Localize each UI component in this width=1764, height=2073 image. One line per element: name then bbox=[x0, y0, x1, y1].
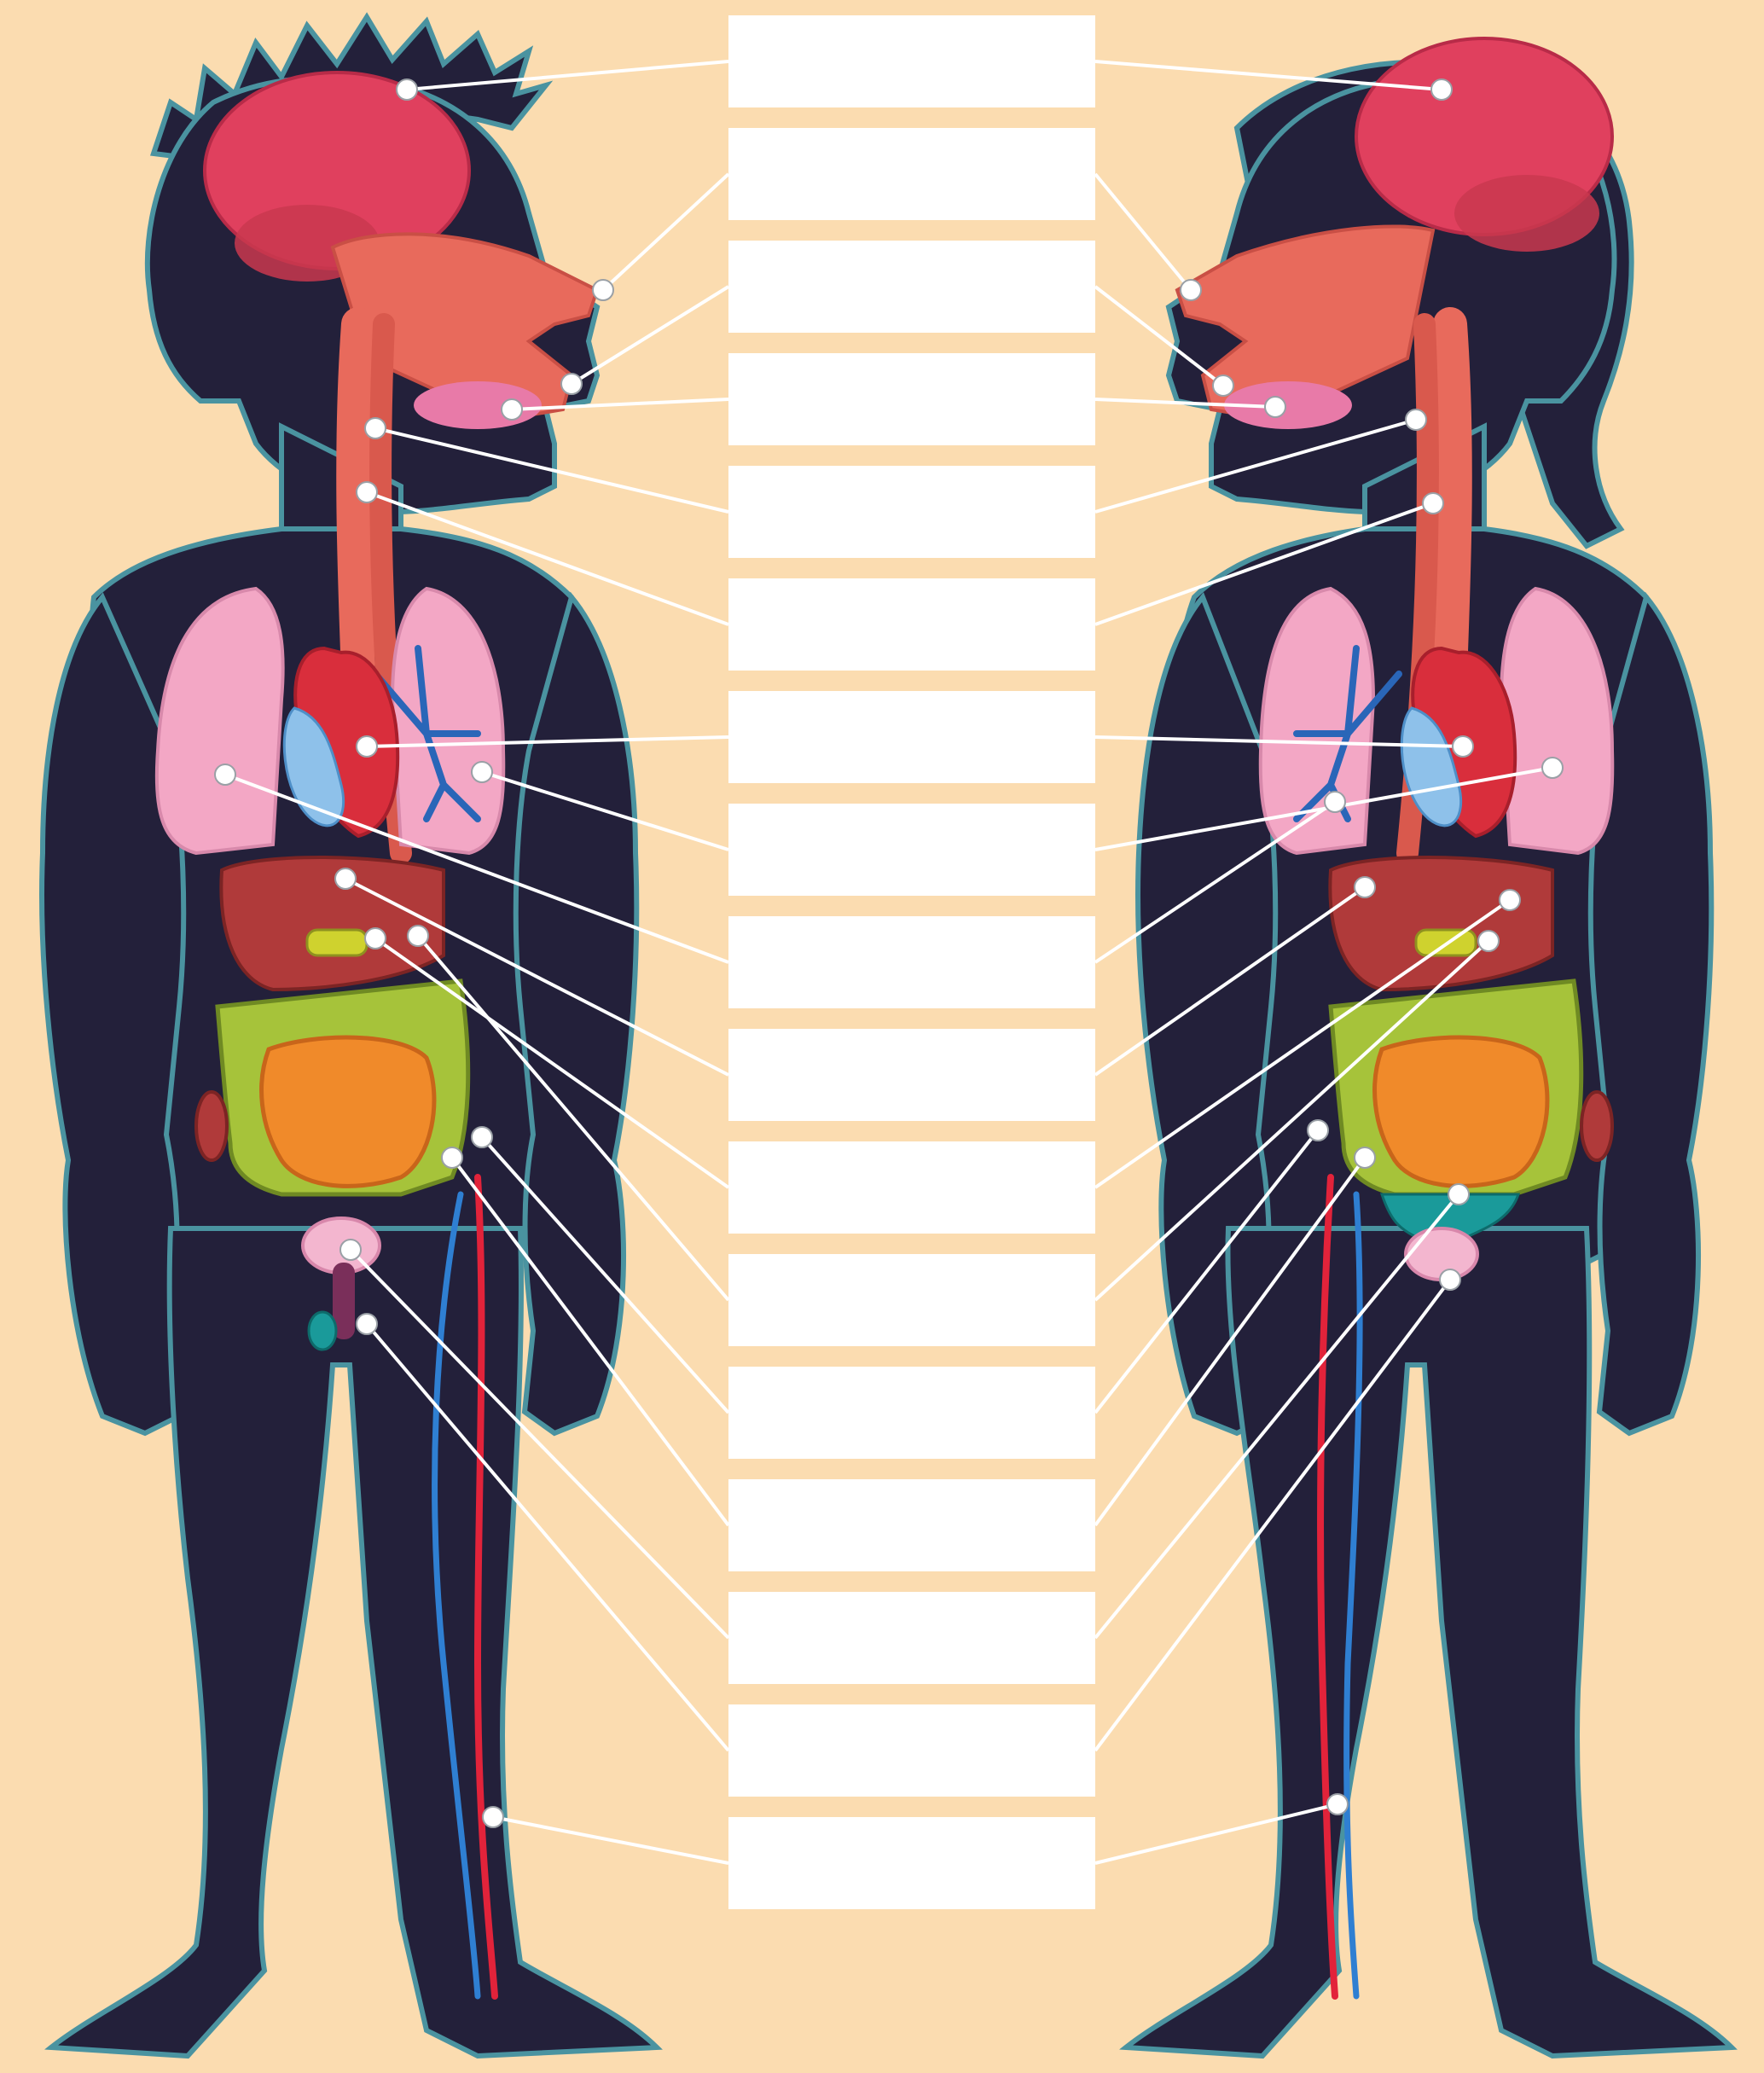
label-box-17-field[interactable] bbox=[728, 1817, 1095, 1909]
label-box-9-field[interactable] bbox=[728, 916, 1095, 1008]
leader-point-right-16 bbox=[1440, 1269, 1460, 1290]
leader-point-right-5 bbox=[1406, 409, 1426, 430]
leader-point-left-10 bbox=[335, 868, 356, 889]
leader-point-right-13 bbox=[1308, 1120, 1328, 1141]
leader-point-left-4 bbox=[502, 399, 522, 420]
leader-point-right-9 bbox=[1325, 792, 1345, 812]
label-box-4[interactable] bbox=[728, 353, 1095, 445]
label-box-10-field[interactable] bbox=[728, 1029, 1095, 1121]
leader-point-left-11 bbox=[365, 928, 386, 949]
label-box-7-field[interactable] bbox=[728, 691, 1095, 783]
female-trachea bbox=[1450, 324, 1455, 674]
female-small-intestine bbox=[1375, 1037, 1547, 1186]
leader-point-left-15 bbox=[340, 1240, 361, 1260]
leader-point-right-2 bbox=[1181, 280, 1201, 300]
leader-point-right-3 bbox=[1213, 375, 1233, 396]
leader-point-left-13 bbox=[472, 1127, 492, 1147]
label-box-12-field[interactable] bbox=[728, 1254, 1095, 1346]
leader-point-left-2 bbox=[593, 280, 613, 300]
leader-point-left-5 bbox=[365, 418, 386, 438]
label-box-6[interactable] bbox=[728, 578, 1095, 671]
label-box-2-field[interactable] bbox=[728, 128, 1095, 220]
label-box-12[interactable] bbox=[728, 1254, 1095, 1346]
leader-point-right-10 bbox=[1355, 877, 1375, 897]
leader-point-right-4 bbox=[1265, 397, 1285, 417]
label-box-1[interactable] bbox=[728, 15, 1095, 107]
label-box-2[interactable] bbox=[728, 128, 1095, 220]
leader-point-left-8 bbox=[472, 762, 492, 782]
label-box-14[interactable] bbox=[728, 1479, 1095, 1571]
leader-point-right-1 bbox=[1431, 79, 1452, 100]
leader-point-right-8 bbox=[1542, 758, 1563, 778]
male-testis bbox=[309, 1312, 336, 1350]
leader-point-left-7 bbox=[357, 736, 377, 757]
male-small-intestine bbox=[262, 1037, 434, 1186]
label-box-8[interactable] bbox=[728, 804, 1095, 896]
leader-point-left-9 bbox=[215, 764, 235, 785]
label-box-17[interactable] bbox=[728, 1817, 1095, 1909]
label-box-3-field[interactable] bbox=[728, 241, 1095, 333]
leader-point-left-3 bbox=[561, 374, 582, 394]
leader-point-left-14 bbox=[442, 1147, 462, 1168]
leader-point-left-6 bbox=[357, 482, 377, 502]
label-box-11[interactable] bbox=[728, 1141, 1095, 1234]
male-liver bbox=[221, 857, 444, 990]
label-box-4-field[interactable] bbox=[728, 353, 1095, 445]
label-box-1-field[interactable] bbox=[728, 15, 1095, 107]
leader-point-left-1 bbox=[397, 79, 417, 100]
label-box-6-field[interactable] bbox=[728, 578, 1095, 671]
leader-point-right-11 bbox=[1500, 890, 1520, 910]
leader-point-right-14 bbox=[1355, 1147, 1375, 1168]
female-bladder bbox=[1406, 1228, 1477, 1280]
male-trachea bbox=[353, 324, 358, 674]
label-box-13-field[interactable] bbox=[728, 1367, 1095, 1459]
female-cerebellum bbox=[1454, 175, 1599, 252]
label-box-8-field[interactable] bbox=[728, 804, 1095, 896]
label-box-7[interactable] bbox=[728, 691, 1095, 783]
leader-point-right-15 bbox=[1448, 1184, 1469, 1205]
leader-point-left-16 bbox=[357, 1314, 377, 1334]
leader-point-right-12 bbox=[1478, 931, 1499, 951]
label-box-11-field[interactable] bbox=[728, 1141, 1095, 1234]
male-kidney bbox=[196, 1092, 227, 1160]
label-box-5[interactable] bbox=[728, 466, 1095, 558]
leader-point-right-7 bbox=[1453, 736, 1473, 757]
male-gallbladder bbox=[307, 930, 367, 955]
leader-point-left-17 bbox=[483, 1807, 503, 1827]
label-box-16[interactable] bbox=[728, 1704, 1095, 1797]
leader-point-right-6 bbox=[1423, 493, 1443, 514]
label-box-15-field[interactable] bbox=[728, 1592, 1095, 1684]
label-box-10[interactable] bbox=[728, 1029, 1095, 1121]
female-kidney bbox=[1581, 1092, 1612, 1160]
label-box-5-field[interactable] bbox=[728, 466, 1095, 558]
label-box-3[interactable] bbox=[728, 241, 1095, 333]
label-boxes bbox=[728, 15, 1095, 1909]
male-tongue bbox=[414, 381, 542, 429]
label-box-13[interactable] bbox=[728, 1367, 1095, 1459]
leader-point-right-17 bbox=[1327, 1794, 1348, 1815]
label-box-9[interactable] bbox=[728, 916, 1095, 1008]
label-box-16-field[interactable] bbox=[728, 1704, 1095, 1797]
label-box-15[interactable] bbox=[728, 1592, 1095, 1684]
leader-point-left-12 bbox=[408, 926, 428, 946]
label-box-14-field[interactable] bbox=[728, 1479, 1095, 1571]
